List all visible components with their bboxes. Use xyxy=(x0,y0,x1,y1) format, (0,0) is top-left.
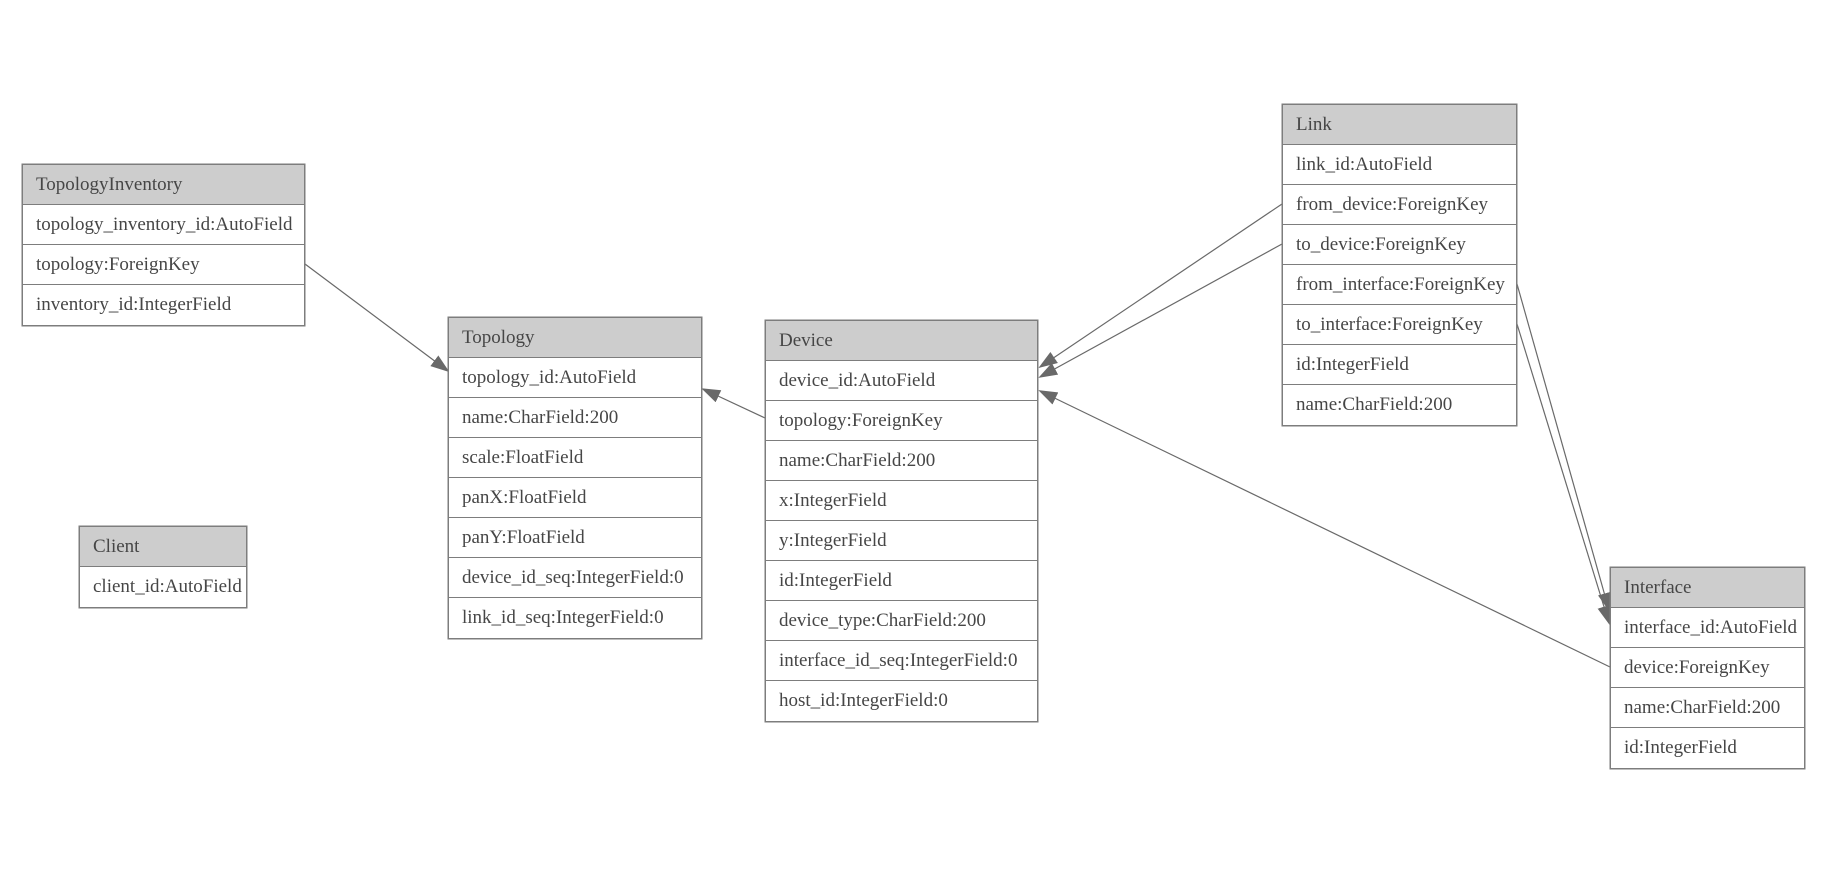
entity-interface-field-interface_id: interface_id:AutoField xyxy=(1611,608,1804,648)
entity-link-title: Link xyxy=(1283,105,1516,145)
entity-topology-field-link_id_seq: link_id_seq:IntegerField:0 xyxy=(449,598,701,638)
entity-client-field-client_id: client_id:AutoField xyxy=(80,567,246,607)
relation-Link-from_interface--Interface-interface_id xyxy=(1516,283,1611,612)
entity-link-field-from_device: from_device:ForeignKey xyxy=(1283,185,1516,225)
entity-device-field-x: x:IntegerField xyxy=(766,481,1037,521)
entity-device-field-interface_id_seq: interface_id_seq:IntegerField:0 xyxy=(766,641,1037,681)
entity-topologyinventory-field-topology: topology:ForeignKey xyxy=(23,245,304,285)
relation-Device-topology--Topology-topology_id xyxy=(701,388,766,419)
entity-device-field-y: y:IntegerField xyxy=(766,521,1037,561)
entity-link-field-name: name:CharField:200 xyxy=(1283,385,1516,425)
relation-Interface-device--Device-device_id xyxy=(1038,390,1611,668)
relation-Link-to_device--Device-device_id xyxy=(1038,243,1283,378)
entity-topology-field-scale: scale:FloatField xyxy=(449,438,701,478)
entity-device-field-device_type: device_type:CharField:200 xyxy=(766,601,1037,641)
entity-topology-field-panX: panX:FloatField xyxy=(449,478,701,518)
entity-client-title: Client xyxy=(80,527,246,567)
relation-TopologyInventory-topology--Topology-topology_id xyxy=(304,263,450,373)
entity-device-field-name: name:CharField:200 xyxy=(766,441,1037,481)
entity-interface-field-id: id:IntegerField xyxy=(1611,728,1804,768)
entity-link-field-from_interface: from_interface:ForeignKey xyxy=(1283,265,1516,305)
relation-Link-from_device--Device-device_id xyxy=(1038,203,1283,369)
entity-link-field-link_id: link_id:AutoField xyxy=(1283,145,1516,185)
entity-device-field-host_id: host_id:IntegerField:0 xyxy=(766,681,1037,721)
entity-topologyinventory-field-topology_inventory_id: topology_inventory_id:AutoField xyxy=(23,205,304,245)
entity-topology-field-panY: panY:FloatField xyxy=(449,518,701,558)
relation-Link-to_interface--Interface-interface_id xyxy=(1516,323,1611,625)
entity-device-field-topology: topology:ForeignKey xyxy=(766,401,1037,441)
entity-interface-field-device: device:ForeignKey xyxy=(1611,648,1804,688)
entity-device-field-device_id: device_id:AutoField xyxy=(766,361,1037,401)
entity-topology-field-device_id_seq: device_id_seq:IntegerField:0 xyxy=(449,558,701,598)
entity-interface-field-name: name:CharField:200 xyxy=(1611,688,1804,728)
entity-topologyinventory-title: TopologyInventory xyxy=(23,165,304,205)
entity-device-field-id: id:IntegerField xyxy=(766,561,1037,601)
entity-interface-title: Interface xyxy=(1611,568,1804,608)
entity-link-field-to_device: to_device:ForeignKey xyxy=(1283,225,1516,265)
entity-link-field-to_interface: to_interface:ForeignKey xyxy=(1283,305,1516,345)
entity-topology-field-topology_id: topology_id:AutoField xyxy=(449,358,701,398)
entity-topology-field-name: name:CharField:200 xyxy=(449,398,701,438)
entity-topologyinventory-field-inventory_id: inventory_id:IntegerField xyxy=(23,285,304,325)
entity-device-title: Device xyxy=(766,321,1037,361)
entity-link-field-id: id:IntegerField xyxy=(1283,345,1516,385)
entity-topology-title: Topology xyxy=(449,318,701,358)
